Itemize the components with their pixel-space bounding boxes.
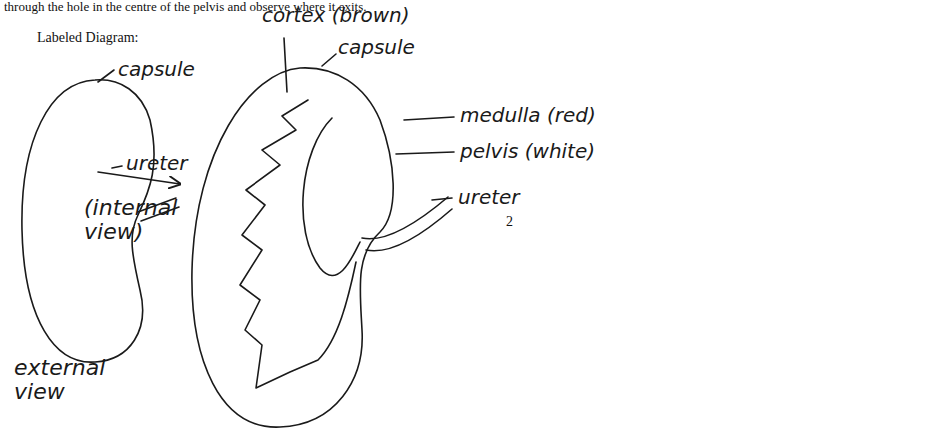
section-heading: Labeled Diagram: <box>37 30 138 45</box>
part-label: pelvis (white) <box>460 140 595 162</box>
pelvis-boundary <box>303 118 360 275</box>
view-label: (internal view) <box>84 196 196 244</box>
part-label: capsule <box>338 36 415 58</box>
leader-line <box>322 54 336 66</box>
medulla-boundary <box>240 100 356 388</box>
part-label: medulla (red) <box>460 104 596 126</box>
leader-line <box>98 70 114 82</box>
part-label: capsule <box>118 58 195 80</box>
kidney-outline-internal <box>192 68 393 427</box>
leader-line <box>396 152 454 154</box>
part-label: cortex (brown) <box>262 4 410 26</box>
leader-line <box>112 166 122 168</box>
ureter-tube <box>362 197 452 251</box>
view-label: external view <box>14 356 124 404</box>
part-label: ureter <box>126 152 188 174</box>
leader-line <box>284 38 287 92</box>
page-number: 2 <box>506 214 513 229</box>
part-label: ureter <box>458 186 520 208</box>
leader-line <box>404 117 454 120</box>
leader-line <box>432 198 452 200</box>
